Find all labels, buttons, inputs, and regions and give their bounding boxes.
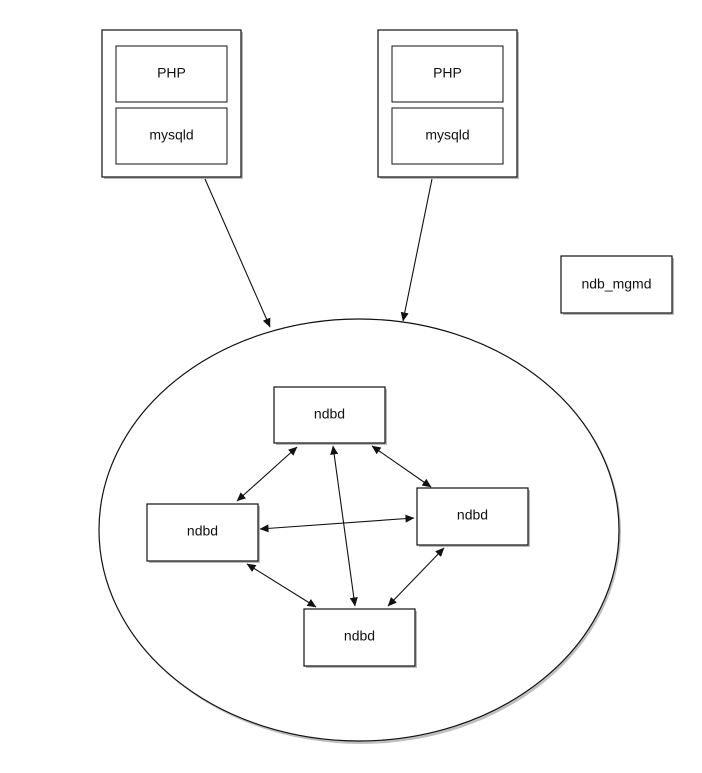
data-node-right: ndbd xyxy=(416,487,530,547)
data-node-bottom-label: ndbd xyxy=(344,628,375,644)
link-top-right xyxy=(371,445,432,488)
data-node-top: ndbd xyxy=(273,386,387,445)
link-top-left xyxy=(236,446,298,502)
arrow-server2-to-cluster xyxy=(400,178,433,322)
php-box-2: PHP xyxy=(391,45,504,103)
management-node-label: ndb_mgmd xyxy=(581,276,651,292)
mysqld-label-2: mysqld xyxy=(425,127,469,143)
mysqld-label-1: mysqld xyxy=(149,127,193,143)
data-node-left-label: ndbd xyxy=(187,523,218,539)
link-left-bottom xyxy=(246,563,317,608)
php-box-1: PHP xyxy=(115,45,228,103)
link-top-bottom xyxy=(330,445,358,607)
management-node: ndb_mgmd xyxy=(560,255,674,315)
server-node-2: PHP mysqld xyxy=(377,29,519,179)
link-right-bottom xyxy=(387,547,445,607)
server-node-1: PHP mysqld xyxy=(101,29,243,179)
data-node-top-label: ndbd xyxy=(314,406,345,422)
php-label-1: PHP xyxy=(157,65,186,81)
php-label-2: PHP xyxy=(433,65,462,81)
mysqld-box-2: mysqld xyxy=(391,107,504,165)
arrow-server1-to-cluster xyxy=(204,178,271,328)
data-node-right-label: ndbd xyxy=(457,507,488,523)
data-node-bottom: ndbd xyxy=(303,608,417,668)
data-node-left: ndbd xyxy=(146,503,260,563)
mysqld-box-1: mysqld xyxy=(115,107,228,165)
